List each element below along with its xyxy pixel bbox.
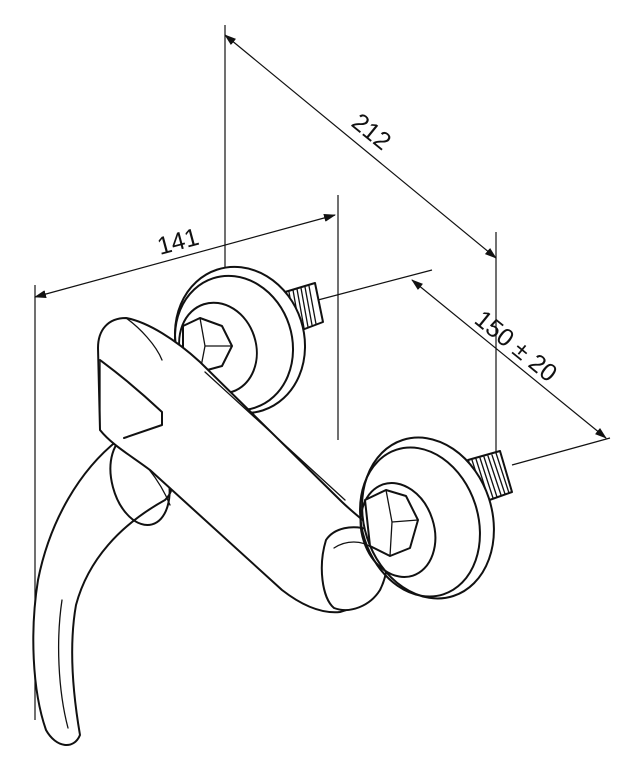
spacing-dimension-line [411,279,607,439]
front-connector [359,436,513,600]
depth-dimension-line [224,34,497,259]
depth-dimension-label: 212 [346,108,396,156]
spacing-dimension-label: 150 ± 20 [469,305,562,388]
dimension-lines [34,34,607,439]
width-dimension-label: 141 [154,223,202,261]
